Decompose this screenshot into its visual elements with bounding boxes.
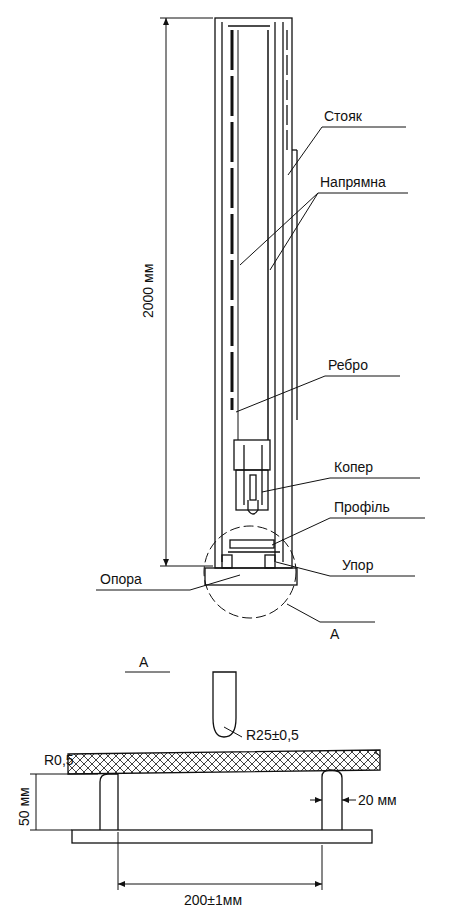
part-name: Упор xyxy=(342,557,373,573)
part-name: Опора xyxy=(100,571,142,587)
part-name: Ребро xyxy=(328,357,368,373)
dimension-label: R0,5 xyxy=(44,752,74,768)
part-name: Профіль xyxy=(334,499,390,515)
dimension-label: R25±0,5 xyxy=(246,727,299,743)
dimension-label: 20 мм xyxy=(358,792,397,808)
dimension-label: 50 мм xyxy=(16,787,32,826)
part-name: Напрямна xyxy=(320,174,386,190)
section-letter: А xyxy=(330,626,339,642)
part-name: Копер xyxy=(334,459,373,475)
section-letter: А xyxy=(139,654,148,670)
part-name: Стояк xyxy=(324,108,362,124)
dimension-label: 2000 мм xyxy=(140,264,156,318)
dimension-label: 200±1мм xyxy=(184,892,242,908)
